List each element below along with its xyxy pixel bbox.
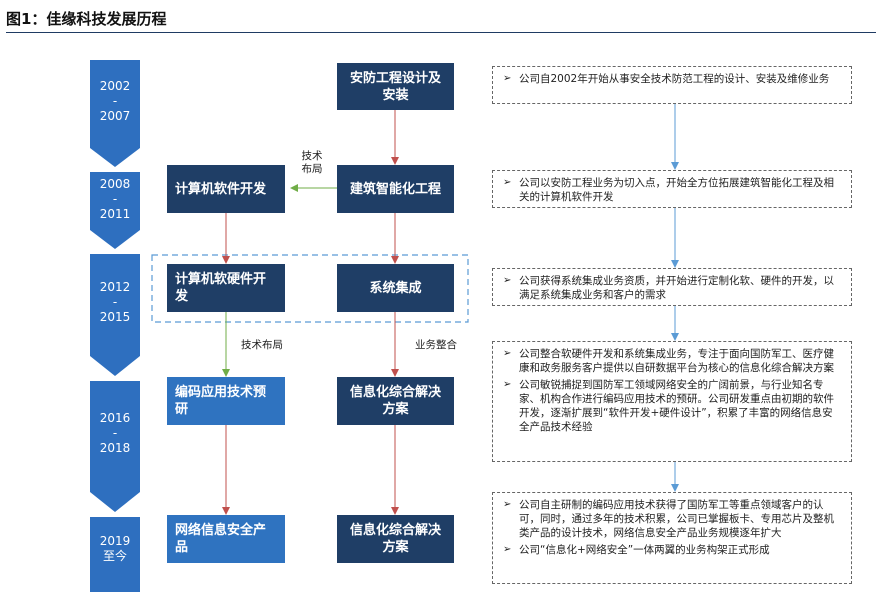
box-informatization-solution-2016: 信息化综合解决方案 bbox=[337, 377, 454, 425]
description-item: ➢公司以安防工程业务为切入点，开始全方位拓展建筑智能化工程及相关的计算机软件开发 bbox=[503, 177, 834, 203]
bullet-arrow-icon: ➢ bbox=[503, 348, 512, 359]
timeline-segment-5 bbox=[90, 517, 140, 592]
description-2016: ➢公司整合软硬件开发和系统集成业务，专注于面向国防军工、医疗健康和政务服务客户提… bbox=[492, 341, 852, 462]
description-2008: ➢公司以安防工程业务为切入点，开始全方位拓展建筑智能化工程及相关的计算机软件开发 bbox=[492, 170, 852, 208]
year-label-2012: 2012-2015 bbox=[99, 280, 131, 324]
label-tech-layout-2: 技术布局 bbox=[241, 339, 283, 351]
year-label-2016: 2016-2018 bbox=[99, 411, 131, 455]
description-2012: ➢公司获得系统集成业务资质，并开始进行定制化软、硬件的开发，以满足系统集成业务和… bbox=[492, 268, 852, 306]
box-informatization-solution-2019: 信息化综合解决方案 bbox=[337, 515, 454, 563]
timeline-segment-2 bbox=[90, 172, 140, 249]
description-item: ➢公司获得系统集成业务资质，并开始进行定制化软、硬件的开发，以满足系统集成业务和… bbox=[503, 275, 834, 301]
box-building-intelligent: 建筑智能化工程 bbox=[337, 165, 454, 213]
year-label-2002: 2002-2007 bbox=[99, 79, 131, 123]
box-software-hardware-dev: 计算机软硬件开发 bbox=[167, 264, 285, 312]
bullet-arrow-icon: ➢ bbox=[503, 275, 512, 286]
title-divider bbox=[6, 32, 876, 33]
label-tech-layout-1: 技术 布局 bbox=[301, 150, 323, 175]
box-network-security: 网络信息安全产品 bbox=[167, 515, 285, 563]
timeline-segment-1 bbox=[90, 60, 140, 167]
figure-title: 图1：佳缘科技发展历程 bbox=[6, 10, 167, 28]
box-system-integration: 系统集成 bbox=[337, 264, 454, 312]
box-software-dev: 计算机软件开发 bbox=[167, 165, 285, 213]
timeline-segment-4 bbox=[90, 381, 140, 512]
box-security-engineering: 安防工程设计及安装 bbox=[337, 63, 454, 110]
bullet-arrow-icon: ➢ bbox=[503, 499, 512, 510]
description-item: ➢公司整合软硬件开发和系统集成业务，专注于面向国防军工、医疗健康和政务服务客户提… bbox=[503, 348, 834, 374]
description-item: ➢公司“信息化+网络安全”一体两翼的业务构架正式形成 bbox=[503, 544, 770, 556]
description-2002: ➢公司自2002年开始从事安全技术防范工程的设计、安装及维修业务 bbox=[492, 66, 852, 104]
label-business-integration: 业务整合 bbox=[415, 339, 457, 351]
year-label-2008: 2008-2011 bbox=[99, 177, 131, 221]
timeline-segment-3 bbox=[90, 254, 140, 376]
description-item: ➢公司敏锐捕捉到国防军工领域网络安全的广阔前景，与行业知名专家、机构合作进行编码… bbox=[503, 379, 834, 433]
description-2019: ➢公司自主研制的编码应用技术获得了国防军工等重点领域客户的认可，同时，通过多年的… bbox=[492, 492, 852, 584]
bullet-arrow-icon: ➢ bbox=[503, 177, 512, 188]
bullet-arrow-icon: ➢ bbox=[503, 544, 512, 555]
bullet-arrow-icon: ➢ bbox=[503, 379, 512, 390]
description-item: ➢公司自2002年开始从事安全技术防范工程的设计、安装及维修业务 bbox=[503, 73, 830, 85]
bullet-arrow-icon: ➢ bbox=[503, 73, 512, 84]
box-coding-research: 编码应用技术预研 bbox=[167, 377, 285, 425]
description-item: ➢公司自主研制的编码应用技术获得了国防军工等重点领域客户的认可，同时，通过多年的… bbox=[503, 499, 834, 539]
integration-frame bbox=[151, 254, 469, 323]
